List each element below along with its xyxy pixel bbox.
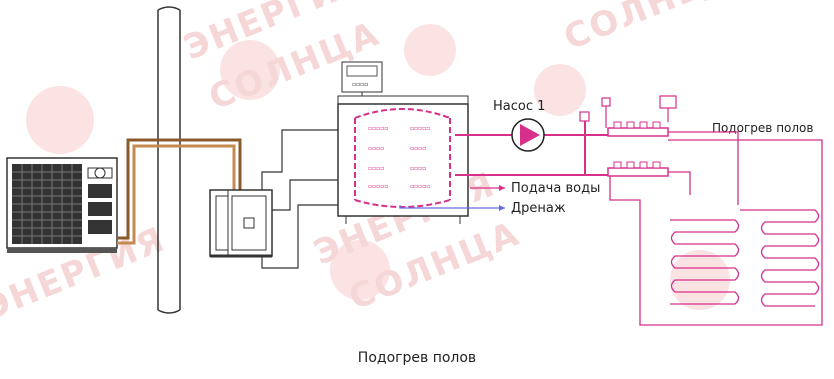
floor-heating-label: Подогрев полов	[712, 121, 813, 135]
pump-label: Насос 1	[493, 99, 545, 114]
svg-text:▫▫▫▫▫: ▫▫▫▫▫	[410, 183, 430, 190]
circulation-pump	[511, 118, 545, 152]
heat-pump-unit	[6, 157, 118, 253]
water-supply-label: Подача воды	[511, 181, 600, 196]
controller-unit: ▫▫▫▫	[341, 61, 383, 96]
svg-text:▫▫▫▫▫: ▫▫▫▫▫	[368, 183, 388, 190]
svg-text:▫▫▫▫▫: ▫▫▫▫▫	[410, 125, 430, 132]
refrigerant-pipes	[117, 138, 242, 245]
watermark-text-5: СОЛНЦА	[558, 0, 740, 58]
water-outlets	[399, 185, 505, 211]
svg-text:▫▫▫▫: ▫▫▫▫	[352, 81, 368, 88]
drain-label: Дренаж	[511, 201, 566, 216]
manifold-lower	[607, 161, 669, 177]
svg-text:▫▫▫▫: ▫▫▫▫	[368, 165, 384, 172]
floor-heating-loops	[609, 131, 823, 326]
indoor-hydro-box	[209, 189, 273, 258]
manifold-upper	[607, 121, 669, 137]
svg-text:▫▫▫▫: ▫▫▫▫	[368, 145, 384, 152]
buffer-tank: ▫▫▫▫▫ ▫▫▫▫▫ ▫▫▫▫ ▫▫▫▫ ▫▫▫▫ ▫▫▫▫ ▫▫▫▫▫ ▫▫▫▫▫	[337, 95, 469, 224]
connection-lines	[261, 129, 340, 269]
heating-pipes	[455, 120, 610, 176]
svg-text:▫▫▫▫: ▫▫▫▫	[410, 145, 426, 152]
manifold-valves	[579, 95, 677, 128]
diagram-caption: Подогрев полов	[357, 350, 477, 366]
svg-text:▫▫▫▫▫: ▫▫▫▫▫	[368, 125, 388, 132]
wall-column	[157, 6, 181, 314]
svg-text:▫▫▫▫: ▫▫▫▫	[410, 165, 426, 172]
